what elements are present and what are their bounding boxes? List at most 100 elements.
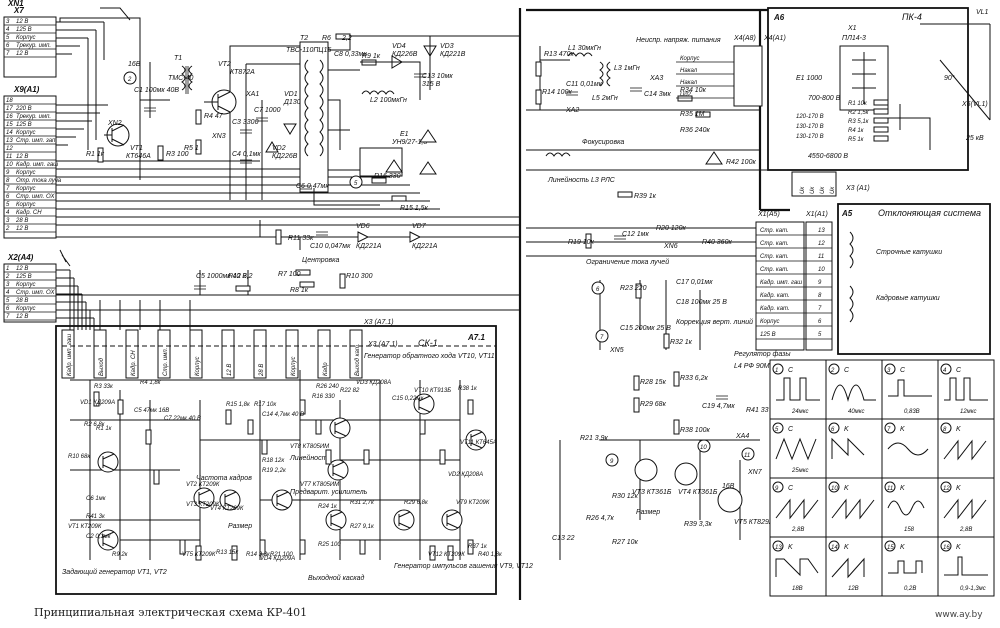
sk1-part-label: R29 6,8к [404, 500, 429, 506]
x2-pin-label: 12 В [16, 266, 28, 272]
sk1-transistor-leads [446, 511, 459, 529]
x2-pin-number: 6 [6, 306, 10, 312]
bus-x7 [56, 21, 104, 55]
r4-resistor [195, 109, 202, 125]
label-r16: R16 330 [374, 173, 401, 180]
x2-pin-number: 2 [5, 274, 10, 280]
crt-resistor-label: R1 10к [848, 101, 868, 107]
x1-row-label: Кадр. кат. [760, 306, 790, 312]
vt3-transistor [634, 458, 658, 482]
label-l4: L4 РФ 90М-2 [734, 363, 776, 370]
waveform-number: 1 [775, 368, 778, 374]
label-25kv: 25 кВ [965, 135, 984, 142]
label-l5: L5 2мГн [592, 95, 618, 102]
sk1-transistor-leads [330, 511, 343, 529]
sk1-part-label: R10 68к [68, 454, 91, 460]
schematic-caption: Принципиальная электрическая схема КР-40… [34, 606, 308, 619]
warning-triangle-2 [419, 161, 437, 175]
x9-pin-number: 7 [6, 186, 10, 192]
sk1-part-label: C6 1мк [86, 496, 107, 502]
sk1-part-label: R9 2к [112, 552, 129, 558]
label-r40: R40 360к [702, 239, 732, 246]
sk1-transistor-leads [102, 453, 115, 471]
x7-pin-label: Трекур. имп. [16, 43, 51, 49]
x7-pin-label: 125 В [16, 27, 32, 33]
sk1-master-gen: Задающий генератор VT1, VT2 [62, 568, 167, 576]
c6-capacitor [300, 185, 312, 190]
x2-pin-number: 5 [6, 298, 10, 304]
crt-resistor-label: R4 1к [848, 128, 865, 134]
sk1-transistor-leads [224, 491, 237, 509]
waveform-number: 2 [830, 368, 835, 374]
x1-pin-number: 9 [818, 280, 822, 286]
marker-2-text: 2 [127, 77, 132, 83]
label-r15: R15 1,5к [400, 205, 429, 212]
waveform-number-circle [772, 540, 784, 552]
label-linearity-coil: Линейность L3 РЛС [547, 176, 616, 184]
sk1-part-label: VD4 КД209А [260, 556, 295, 562]
waveform-number: 15 [887, 545, 894, 551]
waveform-value: 24мкс [791, 409, 809, 415]
waveform-number-circle [772, 481, 784, 493]
r28-resistor [633, 375, 640, 391]
r39-resistor [617, 191, 633, 198]
label-tvs: ТВС-110ПЦ15 [286, 47, 331, 54]
c14-capacitor [630, 87, 642, 92]
c19-capacitor [716, 395, 728, 400]
x9-pin-label: Трекур. имп. [16, 114, 51, 120]
connector-x7-title: X7 [13, 6, 24, 15]
sk1-transistor-leads [276, 491, 289, 509]
sk1-gen-title: Генератор обратного хода VT10, VT11 [364, 352, 495, 360]
sk1-resistor [259, 539, 266, 555]
label-c3: C3 3300 [232, 119, 259, 126]
sk1-resistor [467, 399, 474, 415]
marker-6-text: 6 [596, 287, 600, 293]
marker-10 [697, 439, 711, 453]
bus-x9 [56, 104, 520, 226]
crt-resistor [873, 117, 889, 124]
sk1-transistor [393, 509, 415, 531]
label-vt4: VT4 КТ361Б [678, 489, 718, 496]
waveform-mode: K [844, 426, 849, 433]
marker-7-text: 7 [600, 335, 604, 341]
waveform-number: 11 [887, 486, 893, 492]
waveform-number: 13 [775, 545, 782, 551]
x3-value: Uк [800, 186, 806, 194]
label-e1-1000: E1 1000 [796, 75, 822, 82]
x1-pin-number: 5 [818, 332, 822, 338]
waveform-number: 12 [943, 486, 950, 492]
x9-pin-number: 3 [6, 218, 10, 224]
x1-row-label: Стр. кат. [760, 241, 789, 247]
sk1-pin-label: 12 В [227, 364, 233, 376]
waveform-trace [944, 556, 988, 576]
waveform-mode: C [844, 367, 850, 374]
rail-310 [56, 300, 520, 330]
label-xn3: XN3 [211, 133, 226, 140]
x9-pin-label: Корпус [16, 186, 36, 192]
x9-pin-label: 220 В [15, 106, 32, 112]
label-r19: R19 10к [568, 239, 595, 246]
label-r29: R29 68к [640, 401, 667, 408]
sk1-frame [55, 325, 497, 595]
label-beam-limit: Ограничение тока лучей [586, 258, 669, 266]
x3-value: Uк [830, 186, 836, 194]
sk1-part-label: VD3 КД208А [356, 380, 391, 386]
waveform-mode: K [900, 426, 905, 433]
label-r27: R27 10к [612, 539, 639, 546]
x9-pin-number: 11 [6, 154, 12, 160]
waveform-number-circle [884, 422, 896, 434]
sk1-transistor [97, 451, 119, 473]
sk1-part-label: VT5 КТ209К [182, 552, 216, 558]
sk1-transistor-leads [398, 511, 411, 529]
crt-resistor-label: R2 1,5к [848, 110, 870, 116]
r1-resistor [97, 147, 104, 163]
r38-resistor [673, 419, 680, 435]
label-l2: L2 100мкГн [370, 97, 407, 104]
label-c4: C4 0,1мк [232, 151, 261, 158]
waveform-value: 2,8В [959, 527, 972, 533]
label-t2: T2 [300, 35, 308, 42]
sk1-part-label: VT4 КТ209К [210, 506, 244, 512]
waveform-mode: K [956, 485, 961, 492]
beam-rails [526, 227, 790, 257]
sk1-transistor [329, 417, 351, 439]
